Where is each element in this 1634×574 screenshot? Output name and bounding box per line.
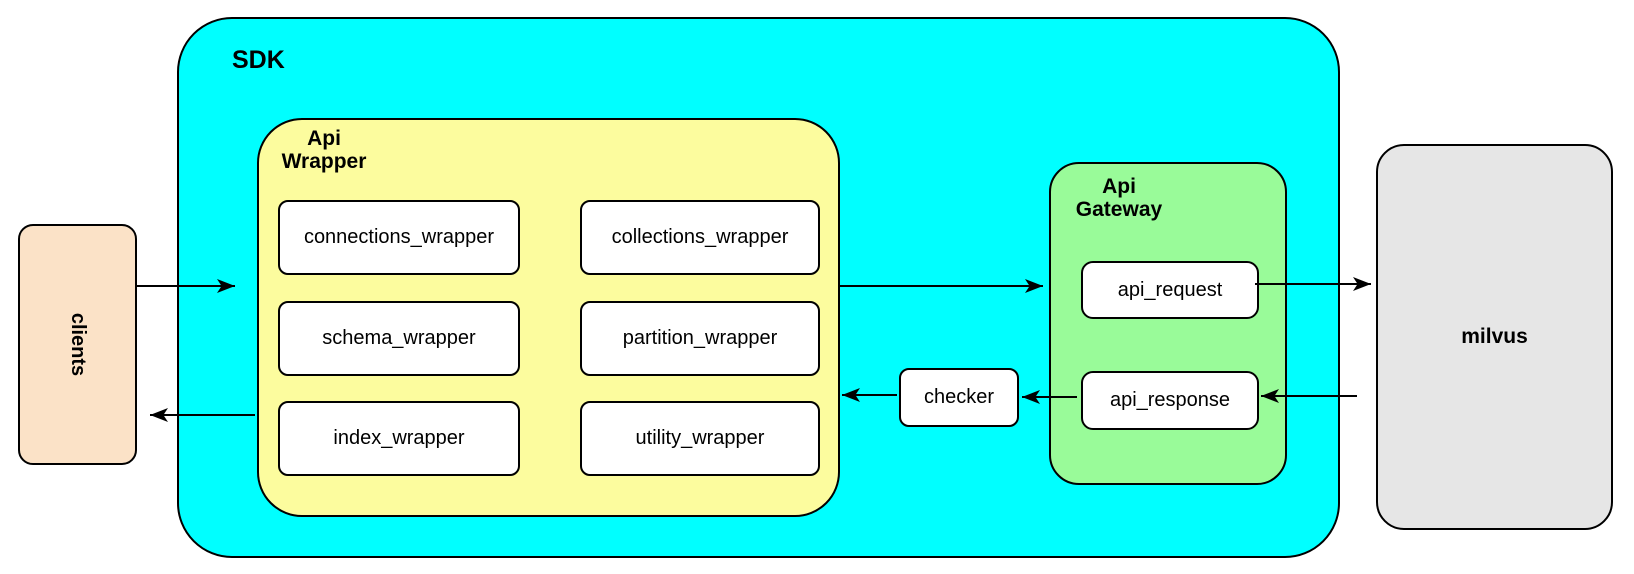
node-schema-wrapper: schema_wrapper bbox=[278, 301, 520, 376]
api-gateway-label: Api Gateway bbox=[1051, 175, 1187, 221]
sdk-label: SDK bbox=[232, 46, 285, 74]
api-gateway-container: Api Gateway api_request api_response bbox=[1049, 162, 1287, 485]
node-checker: checker bbox=[899, 368, 1019, 427]
api-wrapper-label: Api Wrapper bbox=[259, 127, 389, 173]
api-gateway-label-line2: Gateway bbox=[1075, 198, 1163, 221]
api-wrapper-label-line1: Api bbox=[307, 127, 341, 150]
node-collections-wrapper: collections_wrapper bbox=[580, 200, 820, 275]
node-partition-wrapper: partition_wrapper bbox=[580, 301, 820, 376]
api-wrapper-label-line2: Wrapper bbox=[281, 150, 367, 173]
node-api-request: api_request bbox=[1081, 261, 1259, 319]
sdk-container: SDK Api Wrapper connections_wrapper coll… bbox=[177, 17, 1340, 558]
api-wrapper-container: Api Wrapper connections_wrapper collecti… bbox=[257, 118, 840, 517]
node-index-wrapper: index_wrapper bbox=[278, 401, 520, 476]
node-connections-wrapper: connections_wrapper bbox=[278, 200, 520, 275]
api-gateway-label-line1: Api bbox=[1102, 175, 1136, 198]
node-api-response: api_response bbox=[1081, 371, 1259, 430]
node-clients: clients bbox=[18, 224, 137, 465]
node-utility-wrapper: utility_wrapper bbox=[580, 401, 820, 476]
milvus-label: milvus bbox=[1461, 325, 1528, 348]
clients-label: clients bbox=[66, 312, 89, 377]
node-milvus: milvus bbox=[1376, 144, 1613, 530]
